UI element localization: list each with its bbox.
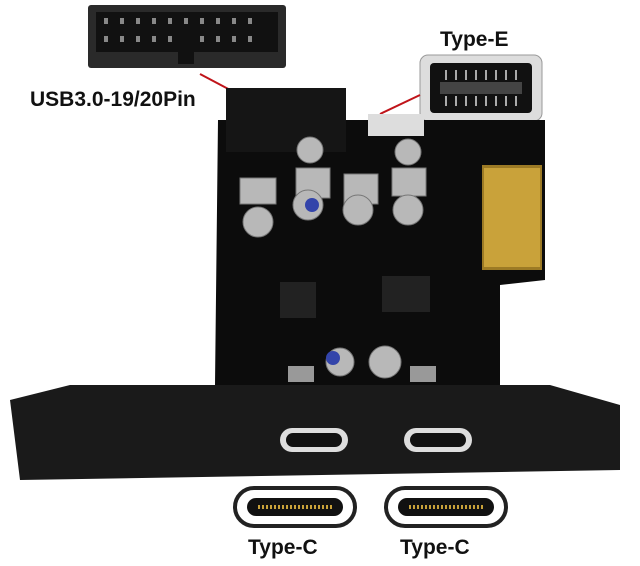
pci-bracket bbox=[10, 385, 620, 480]
usb3-header-label: USB3.0-19/20Pin bbox=[30, 88, 196, 111]
usb3-header-connector-image bbox=[88, 5, 286, 68]
type-c-left-label: Type-C bbox=[248, 536, 318, 559]
type-c-port-icon-left bbox=[233, 486, 357, 528]
type-c-port-icon-right bbox=[384, 486, 508, 528]
type-e-connector-image bbox=[419, 54, 543, 122]
type-e-pointer-line bbox=[379, 94, 421, 115]
type-c-right-label: Type-C bbox=[400, 536, 470, 559]
pcb-board bbox=[215, 88, 545, 385]
gold-fingers bbox=[482, 165, 542, 270]
type-e-label: Type-E bbox=[440, 28, 509, 51]
